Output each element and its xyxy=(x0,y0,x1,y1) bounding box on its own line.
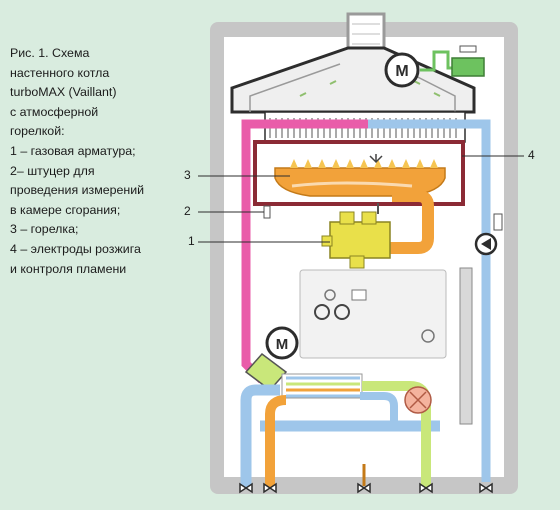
flue-fan-motor-label: M xyxy=(395,63,408,80)
callout-3: 3 xyxy=(184,168,191,182)
caption-line: turboMAX (Vaillant) xyxy=(10,85,117,100)
pressure-gauge xyxy=(421,329,435,343)
gas-inlet-pipe xyxy=(265,395,287,488)
control-knob-gauge xyxy=(324,289,336,301)
caption-line: 1 – газовая арматура; xyxy=(10,143,136,158)
control-knob-left xyxy=(314,304,330,320)
flue-fan-motor xyxy=(384,52,420,88)
gas-supply-pipe xyxy=(386,190,434,254)
bottom-valves xyxy=(239,482,493,494)
callout-1: 1 xyxy=(188,234,195,248)
pump-motor-label: M xyxy=(276,336,289,353)
manifold-tubes xyxy=(286,376,360,398)
caption-line: 4 – электроды розжига xyxy=(10,241,141,256)
control-display xyxy=(351,289,367,301)
caption-line: в камере сгорания; xyxy=(10,202,121,217)
caption-line: Рис. 1. Схема xyxy=(10,46,90,60)
ignition-electrodes xyxy=(369,154,383,164)
control-panel xyxy=(299,269,447,359)
callout-4: 4 xyxy=(528,148,535,162)
expansion-vessel xyxy=(459,267,473,425)
cold-water-pipe xyxy=(368,119,491,482)
caption-line: настенного котла xyxy=(10,65,110,80)
bottom-left-cold-pipe xyxy=(240,384,280,488)
caption-line: горелкой: xyxy=(10,124,65,139)
pressure-switch xyxy=(451,57,485,77)
caption-line: и контроля пламени xyxy=(10,261,127,276)
control-knob-right xyxy=(334,304,350,320)
cold-inlet-pipe xyxy=(360,392,398,426)
gas-valve xyxy=(321,203,391,269)
callout-2: 2 xyxy=(184,204,191,218)
burner-flames xyxy=(290,159,438,168)
combustion-chamber xyxy=(253,140,465,206)
safety-valve xyxy=(493,213,503,231)
figure-caption: Рис. 1. Схема настенного котла turboMAX … xyxy=(10,44,200,279)
measurement-port xyxy=(263,205,271,219)
caption-line: 3 – горелка; xyxy=(10,222,79,237)
caption-line: с атмосферной xyxy=(10,104,99,119)
caption-line: 2– штуцер для xyxy=(10,163,95,178)
pump-motor xyxy=(265,326,299,360)
caption-line: проведения измерений xyxy=(10,183,145,198)
